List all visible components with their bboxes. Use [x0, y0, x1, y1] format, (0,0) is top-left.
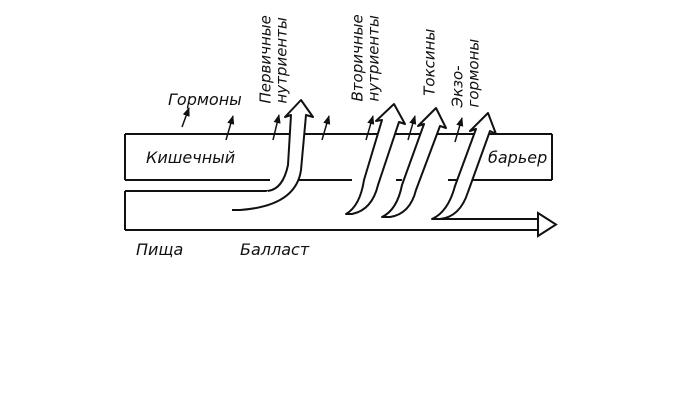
hormone-arrow — [407, 115, 417, 141]
label-exohormones: Экзо- гормоны — [448, 38, 483, 108]
label-hormones: Гормоны — [168, 90, 242, 109]
label-primary-nutrients: Первичные нутриенты — [256, 15, 291, 104]
label-secondary-nutrients: Вторичные нутриенты — [348, 14, 383, 102]
hormone-arrow — [225, 115, 235, 141]
hormone-arrow — [272, 114, 281, 141]
exohormones-arrow — [431, 112, 497, 220]
secondary-nutrients-arrow — [345, 103, 406, 215]
hormone-arrow — [321, 115, 331, 141]
hormone-arrow — [365, 115, 375, 141]
label-barrier: барьер — [488, 148, 548, 167]
lumen-channel — [124, 190, 538, 231]
toxins-arrow — [381, 107, 447, 218]
primary-nutrients-arrow — [232, 99, 314, 211]
ballast-arrowhead — [537, 211, 558, 238]
label-ballast: Балласт — [240, 240, 310, 259]
label-food: Пища — [136, 240, 184, 259]
hormone-arrows — [181, 107, 464, 143]
label-intestinal: Кишечный — [146, 148, 236, 167]
hormone-arrow — [181, 107, 190, 128]
hormone-arrow — [454, 117, 464, 143]
label-toxins: Токсины — [420, 28, 439, 96]
